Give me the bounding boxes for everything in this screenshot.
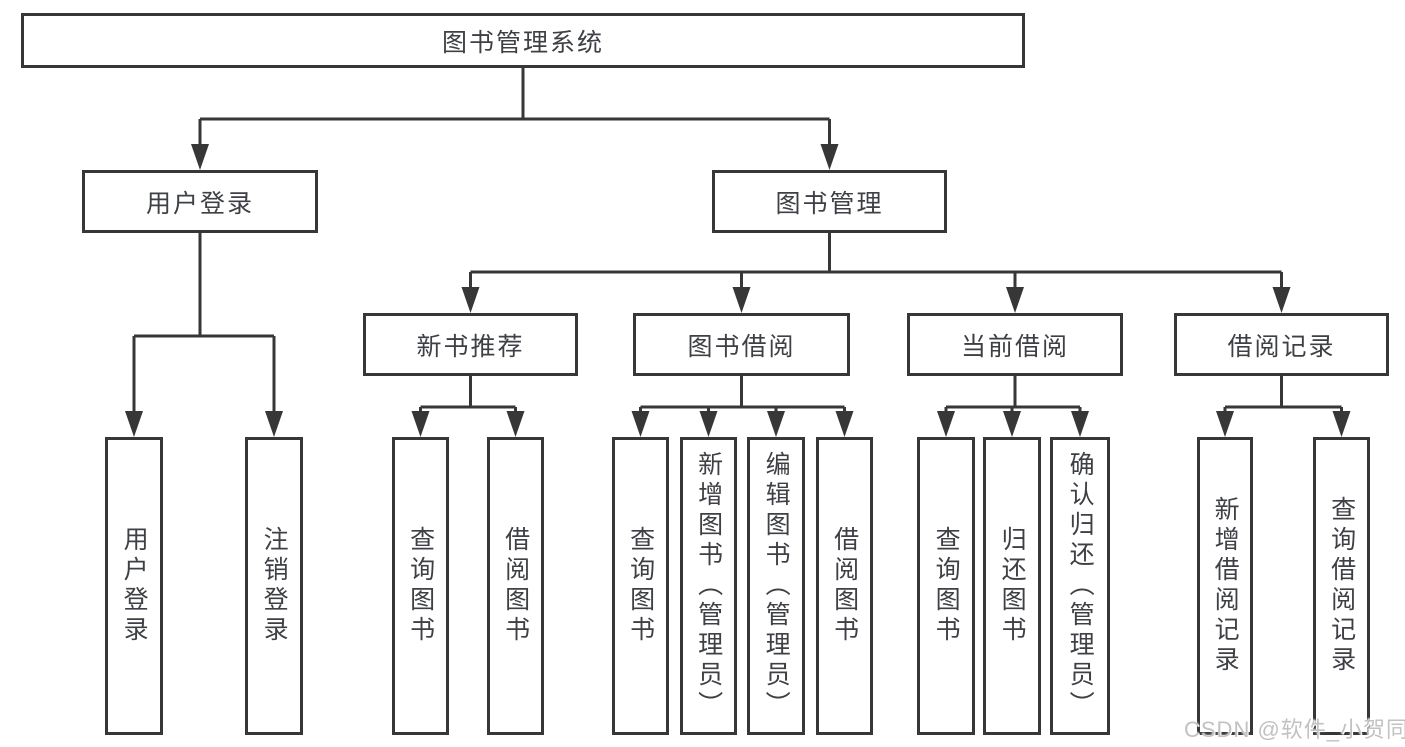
node-label-leaf-br-query: 查询借阅记录 [1327,496,1356,676]
node-leaf-bb-edit: 编辑图书（管理员） [747,437,805,735]
node-new-book-rec: 新书推荐 [363,313,578,376]
arrowhead-icon [820,144,839,170]
node-book-borrow: 图书借阅 [633,313,850,376]
node-label-leaf-br-add: 新增借阅记录 [1211,496,1240,676]
arrowhead-icon [506,411,525,437]
node-label-leaf-cb-query: 查询图书 [932,526,961,646]
node-leaf-rec-borrow: 借阅图书 [487,437,544,735]
node-label-leaf-rec-borrow: 借阅图书 [501,526,530,646]
node-label-leaf-rec-query: 查询图书 [406,526,435,646]
arrowhead-icon [631,411,650,437]
arrowhead-icon [265,411,283,437]
arrowhead-icon [1272,287,1291,313]
node-label-leaf-bb-edit: 编辑图书（管理员） [762,451,791,721]
node-leaf-cb-confirm: 确认归还（管理员） [1050,437,1110,735]
node-label-leaf-bb-add: 新增图书（管理员） [694,451,723,721]
node-label-current-borrow: 当前借阅 [960,332,1069,361]
node-leaf-bb-query: 查询图书 [612,437,669,735]
node-label-book-mgmt: 图书管理 [775,189,884,218]
arrowhead-icon [191,144,209,170]
node-label-leaf-bb-borrow: 借阅图书 [830,526,859,646]
node-label-leaf-user-login: 用户登录 [120,526,149,646]
node-leaf-br-add: 新增借阅记录 [1197,437,1253,735]
node-label-user-login: 用户登录 [145,189,254,218]
arrowhead-icon [732,287,751,313]
node-leaf-rec-query: 查询图书 [392,437,449,735]
node-label-new-book-rec: 新书推荐 [416,332,525,361]
node-leaf-bb-borrow: 借阅图书 [816,437,873,735]
arrowhead-icon [1332,411,1351,437]
arrowhead-icon [461,287,480,313]
node-leaf-cb-query: 查询图书 [917,437,975,735]
arrowhead-icon [699,411,718,437]
node-label-book-borrow: 图书借阅 [687,332,796,361]
arrowhead-icon [1006,287,1024,313]
node-leaf-logout: 注销登录 [245,437,303,735]
node-current-borrow: 当前借阅 [907,313,1123,376]
node-leaf-user-login: 用户登录 [105,437,163,735]
arrowhead-icon [767,411,785,437]
node-label-root: 图书管理系统 [441,28,604,57]
arrowhead-icon [411,411,430,437]
node-label-leaf-cb-confirm: 确认归还（管理员） [1066,451,1095,721]
node-label-borrow-records: 借阅记录 [1227,332,1336,361]
arrowhead-icon [835,411,854,437]
arrowhead-icon [1216,411,1234,437]
node-label-leaf-logout: 注销登录 [260,526,289,646]
node-book-mgmt: 图书管理 [712,170,947,233]
node-root: 图书管理系统 [21,13,1025,68]
node-borrow-records: 借阅记录 [1174,313,1389,376]
arrowhead-icon [1003,411,1021,437]
node-label-leaf-cb-return: 归还图书 [998,526,1027,646]
arrowhead-icon [1071,411,1089,437]
node-leaf-br-query: 查询借阅记录 [1313,437,1370,735]
node-user-login: 用户登录 [82,170,318,233]
arrowhead-icon [937,411,955,437]
arrowhead-icon [125,411,143,437]
node-leaf-cb-return: 归还图书 [983,437,1041,735]
node-leaf-bb-add: 新增图书（管理员） [680,437,737,735]
node-label-leaf-bb-query: 查询图书 [626,526,655,646]
